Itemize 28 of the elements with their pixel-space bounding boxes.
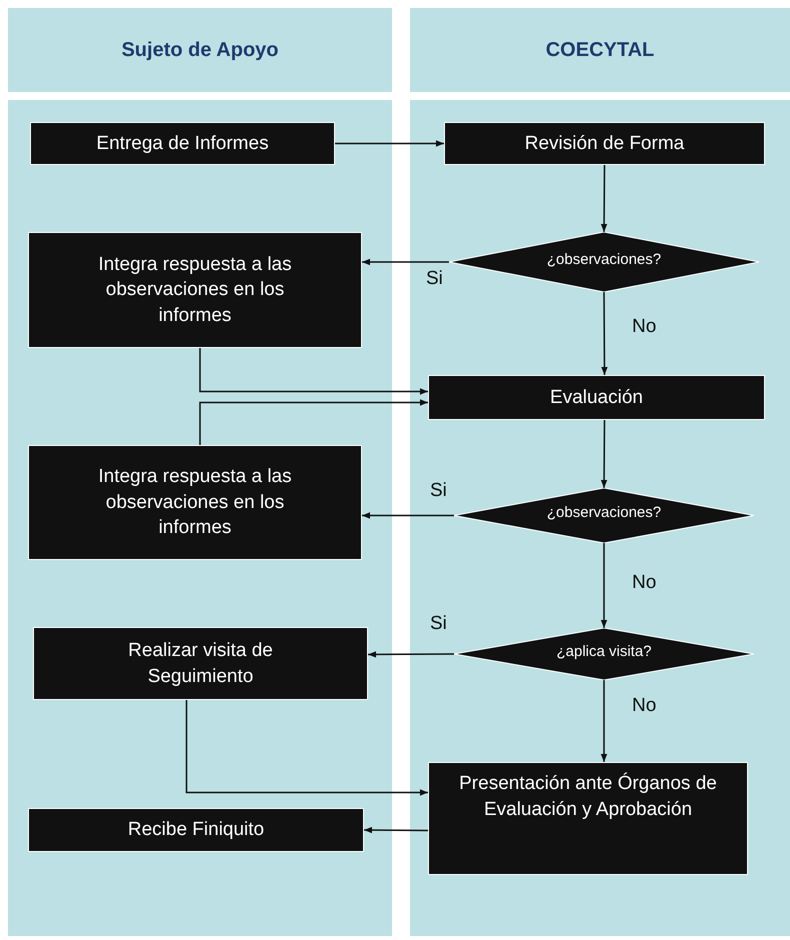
swimlane: [410, 100, 790, 936]
arrow: [600, 165, 608, 232]
lane-header: Sujeto de Apoyo: [8, 8, 392, 92]
arrow: [199, 399, 428, 445]
decision-diamond: ¿observaciones?: [454, 488, 754, 543]
process-box: Integra respuesta a las observaciones en los informes: [28, 232, 362, 348]
swimlane: [8, 100, 392, 936]
arrow: [362, 512, 454, 519]
process-box: Presentación ante Órganos de Evaluación y Aprobación: [428, 762, 748, 875]
process-box: Evaluación: [428, 375, 765, 420]
lane-header: COECYTAL: [410, 8, 790, 92]
process-box: Revisión de Forma: [444, 122, 765, 165]
decision-diamond: ¿aplica visita?: [454, 628, 754, 680]
arrow: [362, 258, 449, 266]
arrow: [601, 292, 608, 375]
arrow: [368, 651, 454, 658]
arrow: [199, 348, 428, 395]
arrow: [364, 826, 428, 834]
arrow: [600, 543, 608, 628]
arrow: [600, 680, 608, 762]
process-box: Recibe Finiquito: [28, 808, 364, 852]
arrow: [600, 420, 608, 488]
process-box: Realizar visita de Seguimiento: [33, 627, 368, 700]
arrow: [186, 700, 428, 796]
process-box: Integra respuesta a las observaciones en los informes: [28, 445, 362, 560]
process-box: Entrega de Informes: [30, 122, 335, 165]
decision-diamond: ¿observaciones?: [449, 232, 759, 292]
arrow: [335, 140, 444, 147]
